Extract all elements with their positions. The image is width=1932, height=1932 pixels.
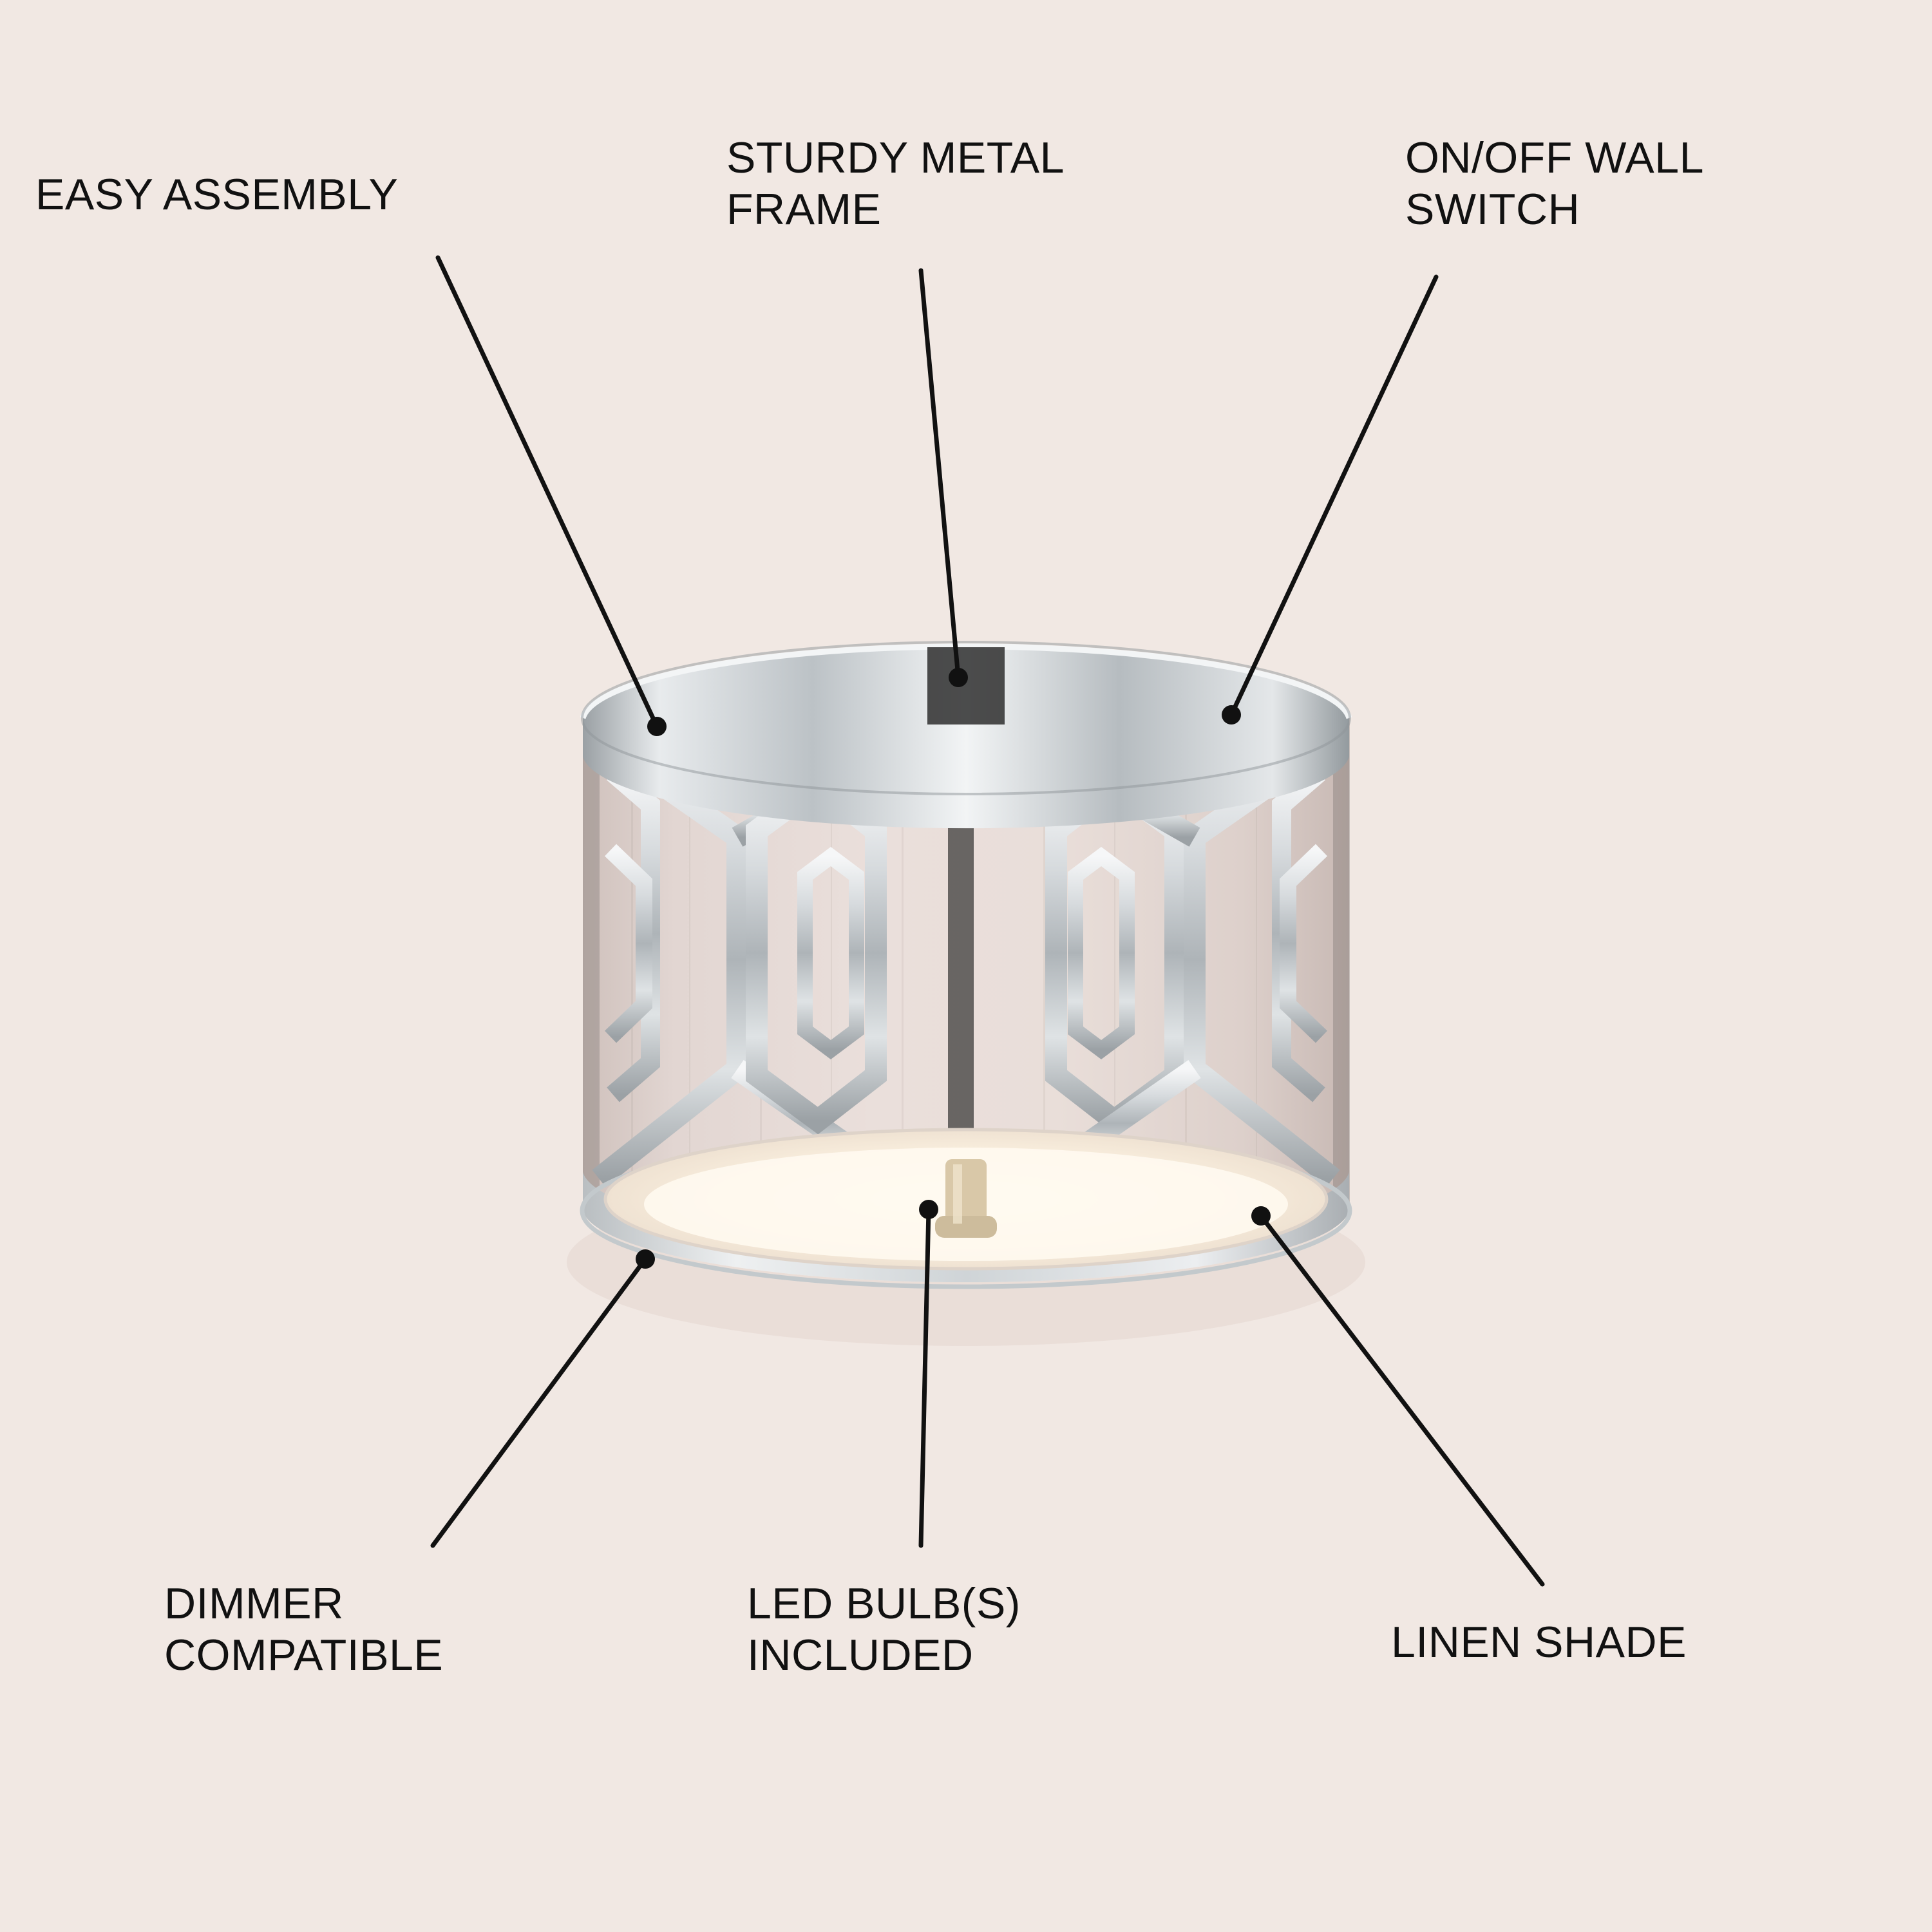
leader-line-sturdy-metal-frame <box>918 268 961 680</box>
callout-label-sturdy-metal-frame: STURDY METAL FRAME <box>726 133 1065 234</box>
leader-line-led-bulbs-included <box>918 1207 931 1548</box>
callout-label-led-bulbs-included: LED BULB(S) INCLUDED <box>747 1579 1021 1680</box>
callout-label-onoff-wall-switch: ON/OFF WALL SWITCH <box>1405 133 1704 234</box>
callout-label-easy-assembly: EASY ASSEMBLY <box>35 170 399 219</box>
callout-label-linen-shade: LINEN SHADE <box>1391 1618 1687 1667</box>
leader-line-easy-assembly <box>435 255 659 729</box>
top-chrome-band <box>580 641 1352 829</box>
callout-dot-led-bulbs-included <box>919 1200 938 1219</box>
callout-dot-dimmer-compatible <box>636 1249 655 1269</box>
callout-dot-sturdy-metal-frame <box>949 668 968 687</box>
callout-label-dimmer-compatible: DIMMER COMPATIBLE <box>164 1579 444 1680</box>
leader-line-linen-shade <box>1258 1213 1545 1587</box>
callout-dot-onoff-wall-switch <box>1222 705 1241 724</box>
callout-dot-easy-assembly <box>647 717 667 736</box>
leader-line-onoff-wall-switch <box>1229 274 1439 717</box>
led-bulb-finial <box>935 1159 997 1238</box>
leader-line-dimmer-compatible <box>430 1256 648 1548</box>
callout-dot-linen-shade <box>1251 1206 1271 1226</box>
